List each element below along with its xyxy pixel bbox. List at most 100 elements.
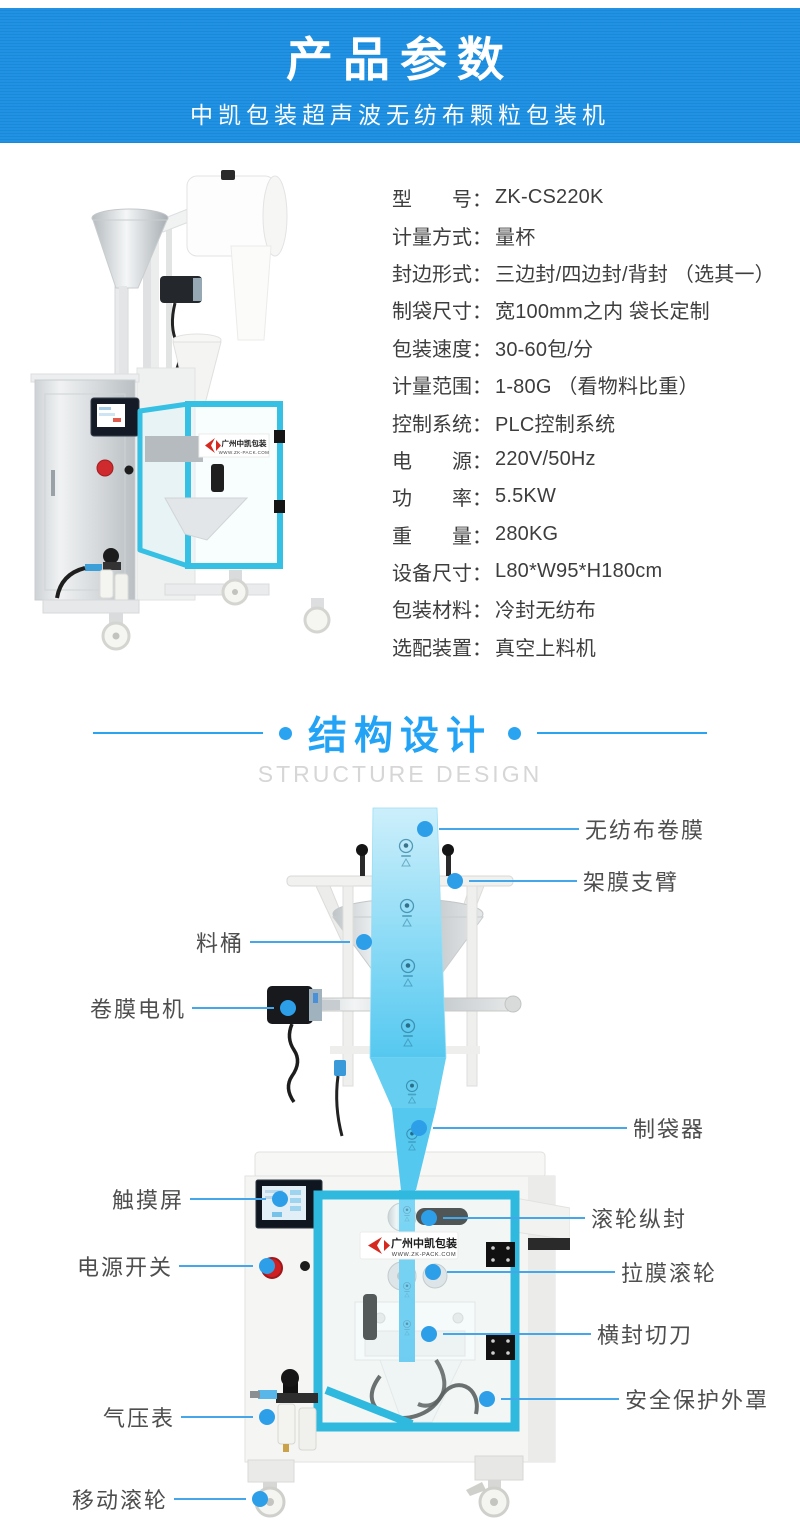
spec-row-speed: 包装速度：30-60包/分	[392, 329, 792, 366]
leader-line	[469, 880, 577, 882]
spec-table: 型 号：ZK-CS220K 计量方式：量杯 封边形式：三边封/四边封/背封 （选…	[392, 179, 792, 665]
label-text: 料桶	[196, 931, 245, 956]
left-decor-dot	[278, 726, 292, 740]
label-roller-seal: 滚轮纵封	[421, 1202, 687, 1234]
label-touchscreen: 触摸屏	[112, 1183, 289, 1215]
leader-line	[501, 1398, 619, 1400]
spec-row-material: 包装材料：冷封无纺布	[392, 590, 792, 627]
structure-diagram: 广州中凯包装 WWW.ZK-PACK.COM	[230, 790, 571, 1526]
label-cross-cutter: 横封切刀	[421, 1318, 693, 1350]
spec-label: 功 率：	[392, 488, 492, 511]
label-safety-cover: 安全保护外罩	[479, 1383, 769, 1415]
brand-url-diagram: WWW.ZK-PACK.COM	[392, 1252, 457, 1258]
spec-label: 重 量：	[392, 525, 492, 548]
right-decor-dot	[508, 726, 521, 740]
spec-label: 控制系统：	[392, 413, 492, 436]
spec-label: 设备尺寸：	[392, 563, 492, 586]
left-decor-line	[92, 732, 263, 734]
leader-line	[192, 1007, 275, 1009]
spec-row-control: 控制系统：PLC控制系统	[392, 403, 792, 440]
pointer-dot	[447, 873, 463, 889]
label-text: 触摸屏	[112, 1188, 185, 1213]
leader-line	[447, 1271, 615, 1273]
label-text: 气压表	[103, 1406, 176, 1431]
page-subtitle: 中凯包装超声波无纺布颗粒包装机	[190, 101, 610, 128]
leader-line	[179, 1265, 254, 1267]
spec-label: 电 源：	[392, 450, 492, 473]
leader-line	[174, 1498, 247, 1500]
pointer-dot	[479, 1391, 495, 1407]
leader-line	[433, 1127, 627, 1129]
structure-subtitle: STRUCTURE DESIGN	[257, 761, 543, 787]
spec-value: ZK-CS220K	[495, 186, 604, 209]
label-text: 无纺布卷膜	[585, 818, 706, 843]
label-text: 卷膜电机	[90, 997, 187, 1022]
structure-diagram-illustration: 广州中凯包装 WWW.ZK-PACK.COM	[244, 807, 571, 1518]
spec-row-seal: 封边形式：三边封/四边封/背封 （选其一）	[392, 254, 792, 291]
spec-row-range: 计量范围：1-80G （看物料比重）	[392, 366, 792, 403]
label-film-roll: 无纺布卷膜	[417, 813, 705, 845]
spec-value: L80*W95*H180cm	[495, 560, 663, 583]
pointer-dot	[411, 1120, 427, 1136]
spec-row-measure: 计量方式：量杯	[392, 216, 792, 253]
label-text: 横封切刀	[597, 1323, 694, 1348]
leader-line	[190, 1198, 267, 1200]
label-bag-former: 制袋器	[411, 1112, 705, 1144]
brand-url-photo: WWW.ZK-PACK.COM	[219, 450, 270, 455]
spec-row-model: 型 号：ZK-CS220K	[392, 179, 792, 216]
label-text: 拉膜滚轮	[621, 1261, 718, 1286]
spec-value: PLC控制系统	[495, 413, 616, 436]
pointer-dot	[280, 1000, 297, 1016]
spec-value: 5.5KW	[495, 485, 557, 508]
page-title: 产品参数	[286, 33, 514, 86]
leader-line	[250, 941, 351, 943]
right-decor-line	[537, 732, 707, 734]
leader-line	[181, 1416, 254, 1418]
pointer-dot	[259, 1258, 276, 1274]
label-text: 制袋器	[633, 1117, 706, 1142]
brand-name-photo: 广州中凯包装	[222, 438, 267, 448]
label-film-arm: 架膜支臂	[447, 865, 679, 897]
spec-value: 宽100mm之内 袋长定制	[495, 301, 710, 324]
pointer-dot	[252, 1491, 269, 1507]
pointer-dot	[417, 821, 433, 837]
label-hopper: 料桶	[196, 926, 373, 958]
spec-value: 1-80G （看物料比重）	[495, 376, 699, 399]
spec-value: 量杯	[495, 226, 536, 249]
label-film-rollers: 拉膜滚轮	[425, 1256, 717, 1288]
brand-name-diagram: 广州中凯包装	[391, 1236, 457, 1250]
spec-value: 280KG	[495, 522, 559, 545]
spec-label: 型 号：	[392, 189, 492, 212]
structure-section-header: 结构设计 STRUCTURE DESIGN	[0, 705, 800, 788]
label-pressure-gauge: 气压表	[103, 1401, 276, 1433]
label-casters: 移动滚轮	[72, 1483, 269, 1515]
label-text: 移动滚轮	[72, 1488, 169, 1513]
product-photo: 广州中凯包装 WWW.ZK-PACK.COM	[15, 168, 375, 665]
leader-line	[443, 1333, 591, 1335]
spec-row-size: 设备尺寸：L80*W95*H180cm	[392, 553, 792, 590]
spec-value: 30-60包/分	[495, 338, 594, 361]
leader-line	[439, 828, 579, 830]
pointer-dot	[421, 1210, 437, 1226]
spec-label: 封边形式：	[392, 263, 492, 286]
spec-label: 选配装置：	[392, 637, 492, 660]
pointer-dot	[259, 1409, 276, 1425]
spec-label: 计量方式：	[392, 226, 492, 249]
spec-value: 三边封/四边封/背封 （选其一）	[495, 263, 775, 286]
leader-line	[443, 1217, 585, 1219]
label-text: 架膜支臂	[583, 870, 680, 895]
pointer-dot	[425, 1264, 441, 1280]
spec-row-power-supply: 电 源：220V/50Hz	[392, 441, 792, 478]
label-power-switch: 电源开关	[77, 1250, 276, 1282]
spec-label: 包装材料：	[392, 600, 492, 623]
pointer-dot	[272, 1191, 289, 1207]
spec-row-power: 功 率：5.5KW	[392, 478, 792, 515]
structure-title: 结构设计	[307, 715, 492, 758]
product-photo-illustration: 广州中凯包装 WWW.ZK-PACK.COM	[30, 170, 331, 651]
spec-label: 包装速度：	[392, 338, 492, 361]
label-film-motor: 卷膜电机	[90, 992, 297, 1024]
label-text: 安全保护外罩	[625, 1388, 770, 1413]
pointer-dot	[356, 934, 373, 950]
spec-label: 计量范围：	[392, 376, 492, 399]
